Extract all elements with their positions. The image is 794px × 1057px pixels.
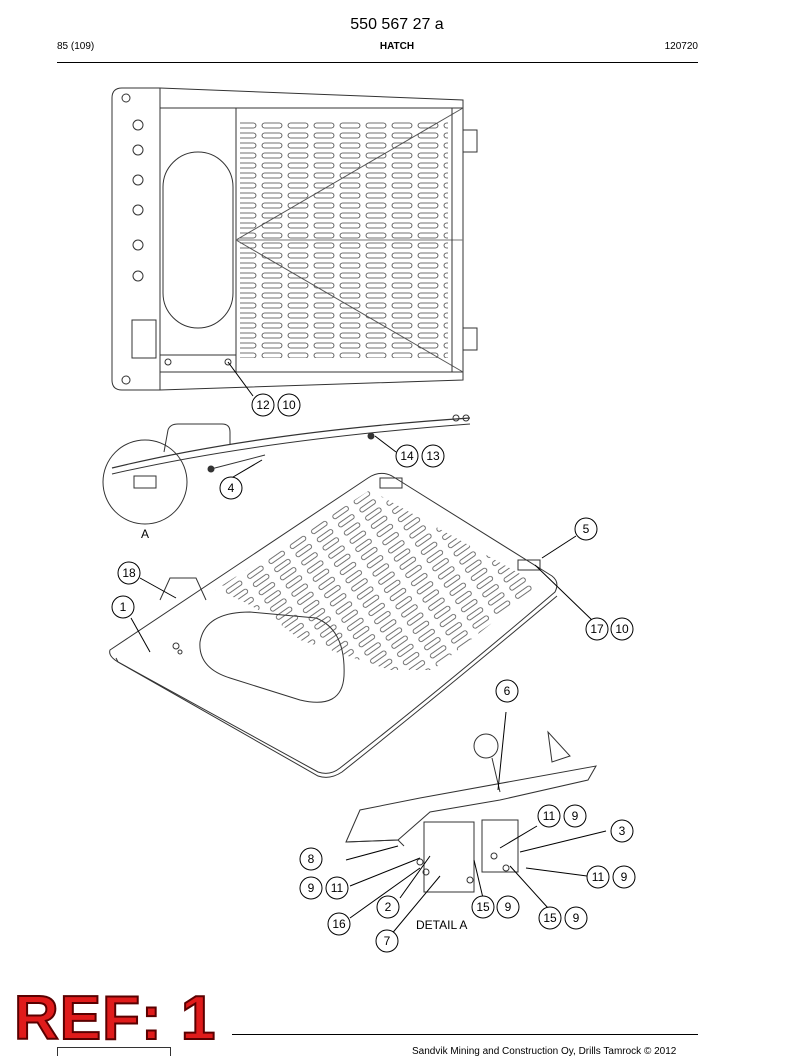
header-rule: [57, 62, 698, 63]
detail-a-assembly: [345, 711, 607, 937]
callout-9b: 9: [612, 865, 636, 889]
callout-9d: 9: [496, 895, 520, 919]
callout-5: 5: [574, 517, 598, 541]
svg-text:18: 18: [122, 566, 136, 580]
svg-text:15: 15: [476, 900, 490, 914]
callout-17: 17: [585, 617, 609, 641]
svg-text:12: 12: [256, 398, 270, 412]
callout-11c: 11: [325, 876, 349, 900]
callout-13: 13: [421, 444, 445, 468]
callout-10b: 10: [610, 617, 634, 641]
callout-11b: 11: [586, 865, 610, 889]
svg-text:10: 10: [615, 622, 629, 636]
svg-text:2: 2: [385, 900, 392, 914]
callout-10: 10: [277, 393, 301, 417]
callout-8: 8: [299, 847, 323, 871]
svg-text:9: 9: [505, 900, 512, 914]
svg-text:16: 16: [332, 917, 346, 931]
svg-text:5: 5: [583, 522, 590, 536]
callout-7: 7: [375, 929, 399, 953]
hatch-isometric-view: [109, 472, 595, 778]
svg-text:9: 9: [308, 881, 315, 895]
hatch-top-view: [111, 87, 478, 397]
svg-text:7: 7: [384, 934, 391, 948]
callout-6: 6: [495, 679, 519, 703]
svg-text:13: 13: [426, 449, 440, 463]
svg-text:4: 4: [228, 481, 235, 495]
callout-9: 9: [563, 804, 587, 828]
callout-18: 18: [117, 561, 141, 585]
callout-14: 14: [395, 444, 419, 468]
callout-4: 4: [219, 476, 243, 500]
svg-text:11: 11: [592, 870, 605, 884]
detail-title-label: DETAIL A: [416, 918, 467, 932]
footer-rule: [232, 1034, 698, 1035]
detail-marker-label: A: [141, 527, 149, 541]
svg-text:10: 10: [282, 398, 296, 412]
svg-text:9: 9: [621, 870, 628, 884]
revision-date: 120720: [664, 41, 698, 52]
footer-logo-strip: [57, 1047, 171, 1056]
footer-copyright: Sandvik Mining and Construction Oy, Dril…: [412, 1046, 677, 1057]
callout-12: 12: [251, 393, 275, 417]
callout-11: 11: [537, 804, 561, 828]
doc-number: 550 567 27 a: [350, 16, 444, 33]
callout-15: 15: [471, 895, 495, 919]
svg-text:17: 17: [590, 622, 604, 636]
page-number: 85 (109): [57, 41, 95, 52]
ref-stamp: REF: 1: [13, 984, 217, 1053]
callout-15b: 15: [538, 906, 562, 930]
svg-text:8: 8: [308, 852, 315, 866]
svg-text:11: 11: [543, 809, 556, 823]
svg-text:1: 1: [120, 600, 127, 614]
svg-text:15: 15: [543, 911, 557, 925]
svg-text:9: 9: [573, 911, 580, 925]
callout-2: 2: [376, 895, 400, 919]
svg-text:6: 6: [504, 684, 511, 698]
callout-3: 3: [610, 819, 634, 843]
callout-9c: 9: [299, 876, 323, 900]
svg-text:3: 3: [619, 824, 626, 838]
section-title: HATCH: [379, 41, 415, 52]
svg-text:14: 14: [400, 449, 414, 463]
hatch-side-detail: [102, 414, 471, 525]
svg-text:11: 11: [331, 881, 344, 895]
callout-9e: 9: [564, 906, 588, 930]
svg-text:9: 9: [572, 809, 579, 823]
callout-16: 16: [327, 912, 351, 936]
callout-1: 1: [111, 595, 135, 619]
